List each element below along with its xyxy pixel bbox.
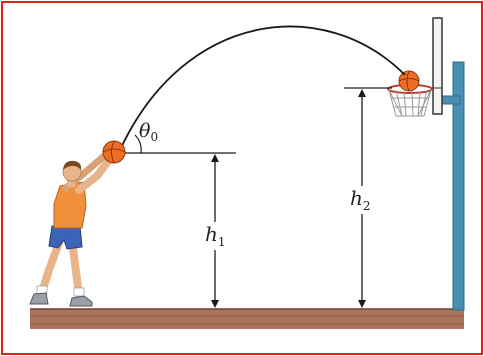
hoop-bracket (439, 95, 461, 105)
hoop-net (388, 89, 432, 117)
backboard (432, 17, 443, 115)
floor (30, 309, 464, 329)
ball-at-hoop (398, 70, 420, 92)
h1-label-bg (203, 222, 227, 250)
basketball-icon (398, 70, 420, 92)
hoop-pole (452, 61, 465, 311)
h1-label: h1 (205, 222, 226, 249)
basketball-icon (102, 140, 126, 164)
h2-label-bg (348, 186, 374, 214)
ball-in-hands (102, 140, 126, 164)
theta-label: θ0 (139, 120, 158, 144)
basketball-player-icon (29, 152, 113, 307)
angle-arc (134, 134, 142, 154)
trajectory-arc (119, 25, 406, 151)
h2-label: h2 (350, 186, 371, 213)
basketball-hoop-icon (387, 17, 465, 311)
